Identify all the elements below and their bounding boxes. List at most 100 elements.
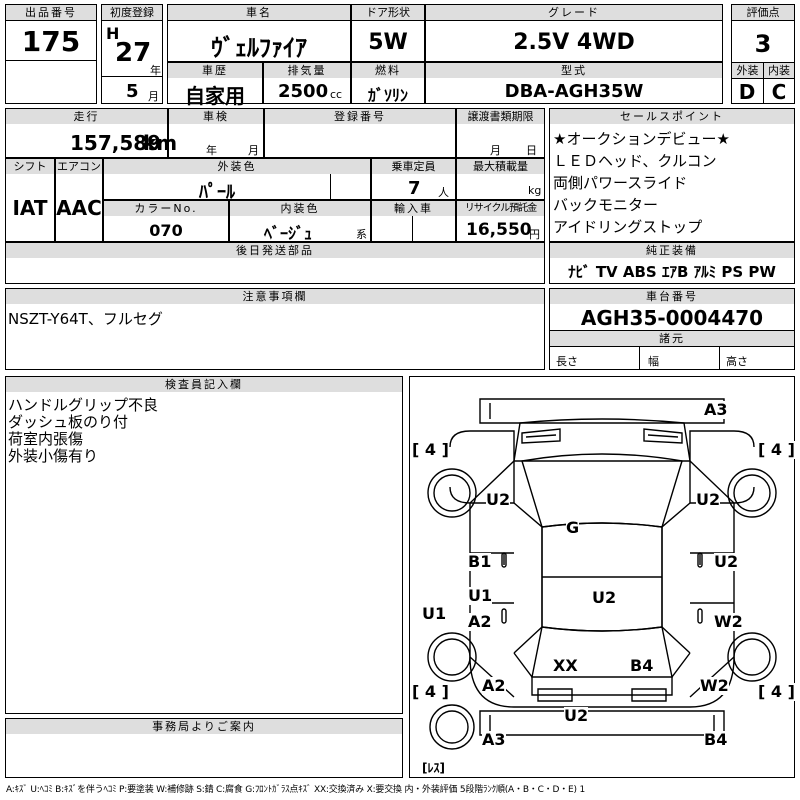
door-type: 5W xyxy=(368,30,408,55)
later-parts-header: 後日発送部品 xyxy=(6,243,544,258)
interior-color-cell xyxy=(229,200,371,242)
later-parts-cell xyxy=(5,242,545,284)
notes-cell xyxy=(5,288,545,370)
capacity-header: 乗車定員 xyxy=(372,159,455,174)
sales-points-cell xyxy=(549,108,795,242)
car-name-cell xyxy=(167,4,351,62)
chassis-number-header: 車台番号 xyxy=(550,289,794,304)
overall-score: 3 xyxy=(754,30,772,58)
damage-front-right-fender: U2 xyxy=(696,490,721,509)
sales-point: アイドリングストップ xyxy=(553,218,703,236)
shift-cell xyxy=(5,158,55,242)
damage-legend: A:ｷｽﾞ U:ﾍｺﾐ B:ｷｽﾞを伴うﾍｺﾐ P:要塗装 W:補修跡 S:錆 … xyxy=(6,785,585,795)
damage-right-quarter: W2 xyxy=(700,676,729,695)
max-load-unit: kg xyxy=(528,184,542,197)
car-name-header: 車名 xyxy=(168,5,350,20)
capacity: 7 xyxy=(408,178,421,199)
shift: IAT xyxy=(12,196,48,220)
history-header: 車歴 xyxy=(168,63,262,78)
interior-color-header: 内装色 xyxy=(230,201,370,216)
car-outline xyxy=(427,398,777,750)
fuel: ｶﾞｿﾘﾝ xyxy=(367,86,408,105)
exterior-color-cell xyxy=(103,158,371,200)
damage-front-left-fender: U2 xyxy=(486,490,511,509)
recycle-fee: 16,550 xyxy=(466,220,532,240)
damage-left-rear-door: U1 xyxy=(468,586,493,605)
history-cell xyxy=(167,62,263,104)
grade-cell xyxy=(425,4,723,62)
color-number: 070 xyxy=(149,221,183,240)
lot-number-cell xyxy=(5,4,97,104)
inspector-note: 外装小傷有り xyxy=(8,447,99,465)
height-label: 高さ xyxy=(726,355,748,368)
transfer-day: 日 xyxy=(526,144,537,157)
mileage: 157,589 xyxy=(70,131,162,155)
damage-right-rear-door: W2 xyxy=(714,612,743,631)
capacity-cell xyxy=(371,158,456,200)
model-code: DBA-AGH35W xyxy=(504,81,644,102)
registration-number-cell xyxy=(264,108,456,158)
exterior-grade: D xyxy=(738,80,756,104)
model-code-cell xyxy=(425,62,723,104)
exterior-color: ﾊﾟｰﾙ xyxy=(199,182,235,203)
inspection-header: 車検 xyxy=(169,109,263,124)
mileage-unit: km xyxy=(143,131,178,155)
door-cell xyxy=(351,4,425,62)
max-load-cell xyxy=(456,158,545,200)
interior-color: ﾍﾞｰｼﾞｭ xyxy=(263,224,312,243)
shift-header: シフト xyxy=(6,159,54,174)
inspection-month: 月 xyxy=(248,144,259,157)
aircon-header: エアコン xyxy=(56,159,102,174)
chassis-number: AGH35-0004470 xyxy=(580,306,764,330)
damage-left-front-door: B1 xyxy=(468,552,492,571)
damage-right-front-door: U2 xyxy=(714,552,739,571)
fuel-header: 燃料 xyxy=(352,63,424,78)
inspector-note: 荷室内張傷 xyxy=(8,430,84,448)
grade: 2.5V 4WD xyxy=(513,30,635,55)
damage-left-quarter: A2 xyxy=(482,676,506,695)
history: 自家用 xyxy=(185,84,245,108)
era-label: H xyxy=(106,24,120,43)
interior-color-suffix: 系 xyxy=(356,228,367,241)
genuine-equipment-cell xyxy=(549,242,795,284)
inspection-year: 年 xyxy=(206,144,217,157)
sales-point: ＬＥＤヘッド、クルコン xyxy=(553,152,717,170)
genuine-equipment: ﾅﾋﾞ TV ABS ｴｱB ｱﾙﾐ PS PW xyxy=(568,263,776,281)
registration-number-header: 登録番号 xyxy=(265,109,455,124)
tire-depth-rear-left: [ 4 ] xyxy=(412,682,449,701)
first-registration-cell xyxy=(101,4,163,104)
damage-roof: U2 xyxy=(592,588,617,607)
width-label: 幅 xyxy=(648,355,659,368)
lot-number: 175 xyxy=(21,25,81,58)
damage-left-side: U1 xyxy=(422,604,447,623)
genuine-equipment-header: 純正装備 xyxy=(550,243,794,258)
damage-rear-bumper-right: B4 xyxy=(704,730,728,749)
model-code-header: 型式 xyxy=(426,63,722,78)
transfer-deadline-cell xyxy=(456,108,545,158)
dimensions-header: 諸元 xyxy=(550,331,794,346)
sales-point: 両側パワースライド xyxy=(553,174,688,192)
displacement-cell xyxy=(263,62,351,104)
exterior-header: 外装 xyxy=(732,63,763,78)
chassis-number-cell xyxy=(549,288,795,370)
inspector-note: ハンドルグリップ不良 xyxy=(8,396,159,414)
interior-grade: C xyxy=(771,80,787,104)
transfer-month: 月 xyxy=(490,144,501,157)
displacement: 2500 xyxy=(278,81,329,102)
inspector-notes-cell xyxy=(5,376,403,714)
interior-header: 内装 xyxy=(764,63,794,78)
notes-header: 注意事項欄 xyxy=(6,289,544,304)
tire-depth-front-right: [ 4 ] xyxy=(758,440,795,459)
grade-header: グレード xyxy=(426,5,722,20)
damage-rear-bumper-left: A3 xyxy=(482,730,506,749)
damage-rear-upper: B4 xyxy=(630,656,654,675)
damage-diagram: A3 [ 4 ] [ 4 ] U2 U2 G B1 U2 U1 A2 U1 U2… xyxy=(409,376,795,778)
damage-windshield: G xyxy=(566,518,580,537)
registration-month: 5 xyxy=(126,81,139,102)
fuel-cell xyxy=(351,62,425,104)
lot-number-header: 出品番号 xyxy=(6,5,96,20)
max-load-header: 最大積載量 xyxy=(457,159,544,174)
sales-point: ★オークションデビュー★ xyxy=(553,130,730,148)
spare-tire-status: [ﾚｽ] xyxy=(422,759,445,777)
capacity-unit: 人 xyxy=(438,186,449,199)
